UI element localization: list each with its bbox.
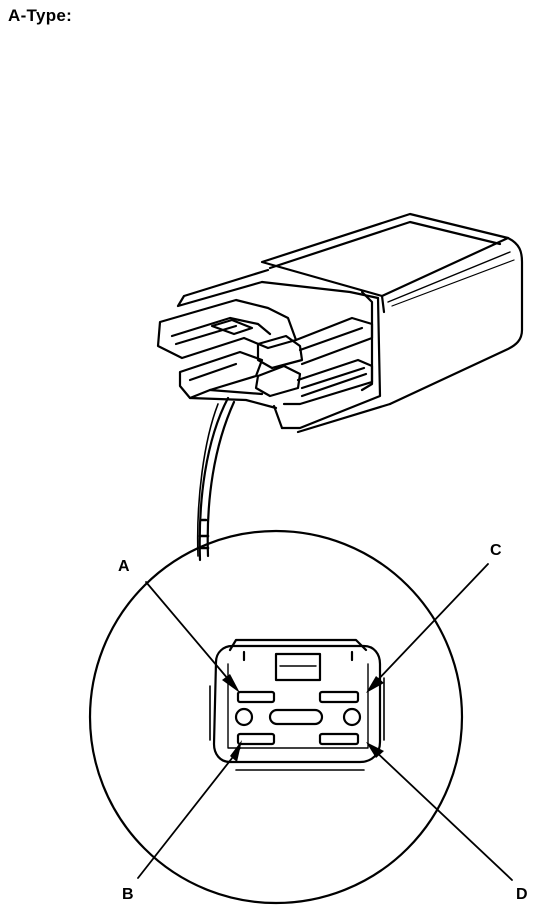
- terminal-d-slot: [318, 732, 360, 746]
- center-slot: [268, 708, 324, 726]
- arrowhead-d: [366, 742, 384, 758]
- diagram-title: A-Type:: [8, 6, 73, 25]
- magnifier-circle: [88, 529, 464, 905]
- terminal-a-slot: [236, 690, 276, 704]
- arrowhead-b: [230, 740, 242, 762]
- leader-line-c: [371, 563, 489, 687]
- label-b: B: [122, 886, 134, 903]
- arrowheads: [222, 674, 384, 762]
- locating-hole-left: [234, 707, 254, 727]
- leader-line-d: [371, 747, 513, 881]
- terminal-c-slot: [318, 690, 360, 704]
- arrowhead-c: [366, 676, 384, 693]
- arrowhead-a: [222, 674, 240, 693]
- locating-hole-right: [342, 707, 362, 727]
- leader-line-a: [145, 581, 235, 687]
- connector-housing: [156, 268, 382, 430]
- label-a: A: [118, 558, 130, 575]
- relay-body: [260, 212, 524, 434]
- label-c: C: [490, 542, 502, 559]
- leader-lines: [137, 563, 513, 881]
- connector-face: [209, 638, 385, 771]
- label-d: D: [516, 886, 528, 903]
- terminal-b-slot: [236, 732, 276, 746]
- wire-harness: [196, 396, 236, 562]
- leader-line-b: [137, 747, 241, 879]
